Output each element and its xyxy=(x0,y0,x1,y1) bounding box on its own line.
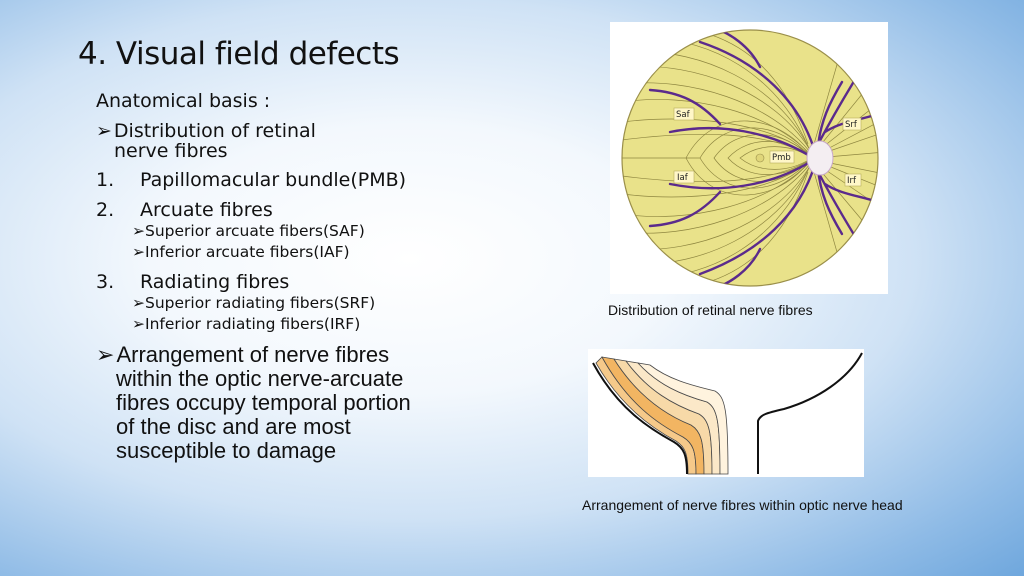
sub-item-saf: ➢Superior arcuate fibers(SAF) xyxy=(96,221,496,242)
sub-item-iaf: ➢Inferior arcuate fibers(IAF) xyxy=(96,242,496,263)
arrow-bullet-icon: ➢ xyxy=(96,342,115,367)
sub-item-label: Inferior arcuate fibers(IAF) xyxy=(145,243,350,261)
arrangement-line-2: within the optic nerve-arcuate xyxy=(116,366,404,391)
distribution-line-1: Distribution of retinal xyxy=(113,120,316,142)
sub-item-label: Inferior radiating fibers(IRF) xyxy=(145,315,361,333)
label-irf: Irf xyxy=(847,176,857,186)
list-item-label: Arcuate fibres xyxy=(140,199,273,221)
sub-item-srf: ➢Superior radiating fibers(SRF) xyxy=(96,293,496,314)
figure2-caption: Arrangement of nerve fibres within optic… xyxy=(582,497,903,513)
arrow-bullet-icon: ➢ xyxy=(132,294,145,312)
list-number: 1. xyxy=(96,169,115,191)
label-srf: Srf xyxy=(845,120,858,130)
label-pmb: Pmb xyxy=(772,153,791,163)
sub-item-irf: ➢Inferior radiating fibers(IRF) xyxy=(96,314,496,335)
list-item-arcuate: 2. Arcuate fibres xyxy=(96,199,496,221)
arrow-bullet-icon: ➢ xyxy=(96,120,112,142)
arrow-bullet-icon: ➢ xyxy=(132,243,145,261)
arrow-bullet-icon: ➢ xyxy=(132,222,145,240)
arrow-bullet-icon: ➢ xyxy=(132,315,145,333)
list-item-pmb: 1. Papillomacular bundle(PMB) xyxy=(96,169,496,191)
arrangement-paragraph: ➢Arrangement of nerve fibres within the … xyxy=(96,343,496,463)
distribution-line-2: nerve fibres xyxy=(114,140,228,162)
figure1-caption: Distribution of retinal nerve fibres xyxy=(608,302,813,318)
sub-item-label: Superior arcuate fibers(SAF) xyxy=(145,222,365,240)
list-item-label: Papillomacular bundle(PMB) xyxy=(140,169,407,191)
label-saf: Saf xyxy=(676,110,691,120)
arrangement-line-1: Arrangement of nerve fibres xyxy=(116,342,390,367)
retina-diagram: Saf Srf Pmb Iaf Irf xyxy=(621,29,879,287)
list-item-label: Radiating fibres xyxy=(140,271,290,293)
optic-nerve-head-figure xyxy=(588,349,864,477)
sub-item-label: Superior radiating fibers(SRF) xyxy=(145,294,376,312)
arrangement-line-4: of the disc and are most xyxy=(116,414,351,439)
arrangement-line-3: fibres occupy temporal portion xyxy=(116,390,411,415)
distribution-bullet: ➢Distribution of retinal xyxy=(96,120,496,142)
optic-nerve-head-diagram xyxy=(592,352,863,475)
slide-body: Anatomical basis : ➢Distribution of reti… xyxy=(96,90,496,463)
list-number: 2. xyxy=(96,199,115,221)
label-iaf: Iaf xyxy=(677,173,689,183)
arrangement-line-5: susceptible to damage xyxy=(116,438,337,463)
anatomical-basis-label: Anatomical basis : xyxy=(96,90,271,112)
slide-title: 4. Visual field defects xyxy=(78,36,400,72)
list-number: 3. xyxy=(96,271,115,293)
retina-fibre-figure: Saf Srf Pmb Iaf Irf xyxy=(610,22,888,294)
list-item-radiating: 3. Radiating fibres xyxy=(96,271,496,293)
